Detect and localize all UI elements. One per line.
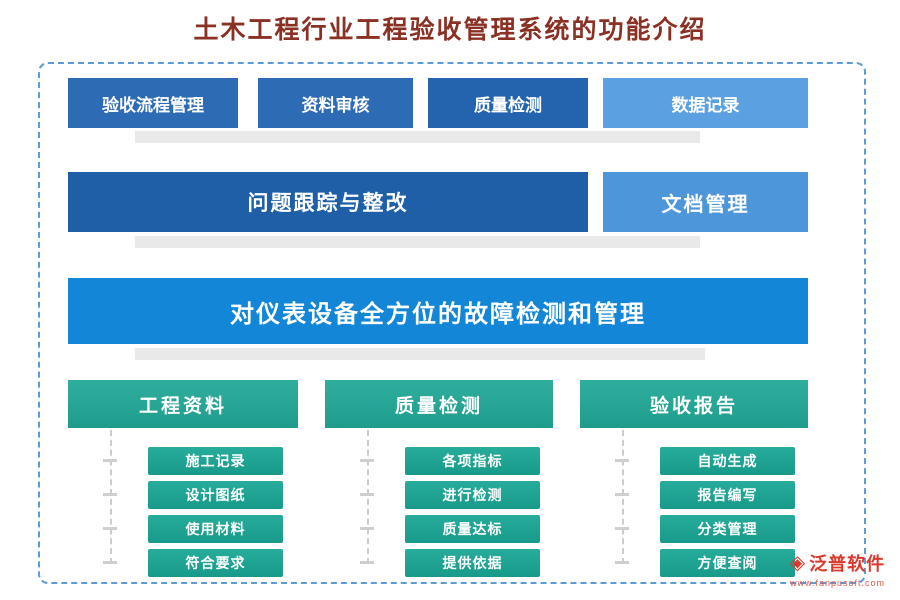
connector-tick — [360, 527, 374, 530]
shadow-bar-1 — [135, 131, 700, 143]
shadow-bar-2 — [135, 236, 700, 248]
connector-tick — [360, 493, 374, 496]
block-issue-tracking-rectification: 问题跟踪与整改 — [68, 172, 588, 232]
content-frame — [38, 62, 866, 584]
feature-item-design-drawings: 设计图纸 — [148, 481, 283, 509]
feature-item-conduct-inspection: 进行检测 — [405, 481, 540, 509]
column-header-acceptance-report: 验收报告 — [580, 380, 808, 428]
brand-watermark: ◈ 泛普软件 www.fanpusoft.com — [780, 550, 895, 588]
brand-name: 泛普软件 — [809, 554, 886, 574]
feature-item-category-management: 分类管理 — [660, 515, 795, 543]
brand-diamond-icon: ◈ — [789, 552, 806, 574]
block-document-management: 文档管理 — [603, 172, 808, 232]
shadow-bar-3 — [135, 348, 705, 360]
feature-item-provide-basis: 提供依据 — [405, 549, 540, 577]
block-quality-inspection: 质量检测 — [428, 78, 588, 128]
connector-line-col3 — [622, 430, 624, 564]
connector-tick — [615, 527, 629, 530]
feature-item-auto-generate: 自动生成 — [660, 447, 795, 475]
connector-tick — [360, 561, 374, 564]
feature-item-meets-requirements: 符合要求 — [148, 549, 283, 577]
connector-tick — [615, 561, 629, 564]
feature-item-easy-access: 方便查阅 — [660, 549, 795, 577]
column-header-project-data: 工程资料 — [68, 380, 298, 428]
connector-line-col2 — [367, 430, 369, 564]
connector-tick — [103, 493, 117, 496]
feature-item-report-writing: 报告编写 — [660, 481, 795, 509]
connector-tick — [103, 459, 117, 462]
connector-tick — [360, 459, 374, 462]
connector-tick — [103, 527, 117, 530]
connector-line-col1 — [110, 430, 112, 564]
feature-item-quality-standard: 质量达标 — [405, 515, 540, 543]
brand-url: www.fanpusoft.com — [789, 578, 886, 588]
banner-fault-detection-management: 对仪表设备全方位的故障检测和管理 — [68, 278, 808, 344]
column-header-quality-inspection: 质量检测 — [325, 380, 553, 428]
feature-item-construction-record: 施工记录 — [148, 447, 283, 475]
page-title: 土木工程行业工程验收管理系统的功能介绍 — [193, 16, 707, 44]
feature-item-materials-used: 使用材料 — [148, 515, 283, 543]
block-data-record: 数据记录 — [603, 78, 808, 128]
block-acceptance-process-management: 验收流程管理 — [68, 78, 238, 128]
block-document-review: 资料审核 — [258, 78, 413, 128]
connector-tick — [103, 561, 117, 564]
connector-tick — [615, 459, 629, 462]
feature-item-all-indicators: 各项指标 — [405, 447, 540, 475]
connector-tick — [615, 493, 629, 496]
